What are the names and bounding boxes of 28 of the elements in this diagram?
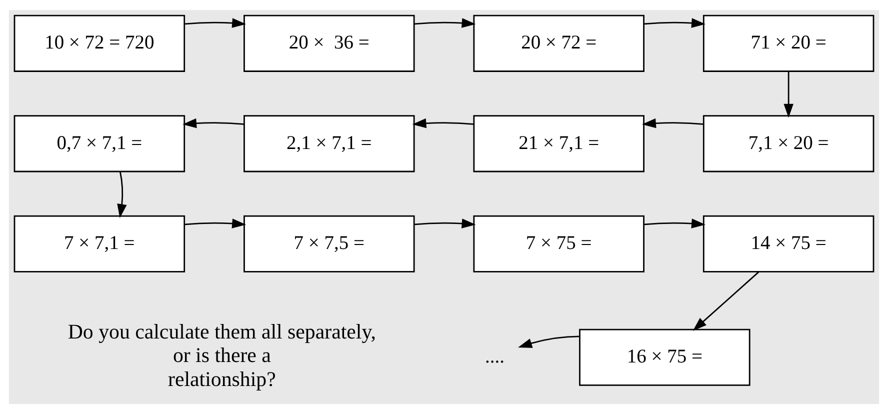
node-box: 7 × 75 = — [473, 214, 644, 272]
node-box: 7 × 7,5 = — [244, 214, 415, 272]
arrow — [117, 171, 127, 218]
node-box: 10 × 72 = 720 — [14, 14, 186, 72]
arrow — [518, 335, 580, 348]
node-box: 20 × 36 = — [244, 14, 415, 72]
arrow — [642, 118, 704, 128]
arrow — [184, 218, 246, 228]
node-box: 21 × 7,1 = — [473, 114, 644, 172]
node-box: 7 × 7,1 = — [14, 214, 186, 272]
node-box: 20 × 72 = — [473, 14, 644, 72]
arrow — [644, 218, 706, 228]
node-box: 16 × 75 = — [579, 328, 750, 386]
node-box: 0,7 × 7,1 = — [14, 114, 186, 172]
arrow — [414, 218, 476, 228]
node-box: 2,1 × 7,1 = — [244, 114, 415, 172]
arrow — [184, 18, 246, 28]
label: Do you calculate them all separately, or is there a relationship? — [68, 319, 376, 390]
node-text: .... — [485, 346, 505, 368]
node-box: 71 × 20 = — [702, 14, 874, 72]
arrow — [182, 118, 244, 128]
arrow — [412, 118, 474, 128]
node-box: 14 × 75 = — [702, 214, 874, 272]
node-box: 7,1 × 20 = — [702, 114, 874, 172]
arrow — [644, 18, 706, 28]
arrow — [692, 271, 760, 330]
arrow — [784, 70, 794, 118]
arrow — [414, 18, 476, 28]
